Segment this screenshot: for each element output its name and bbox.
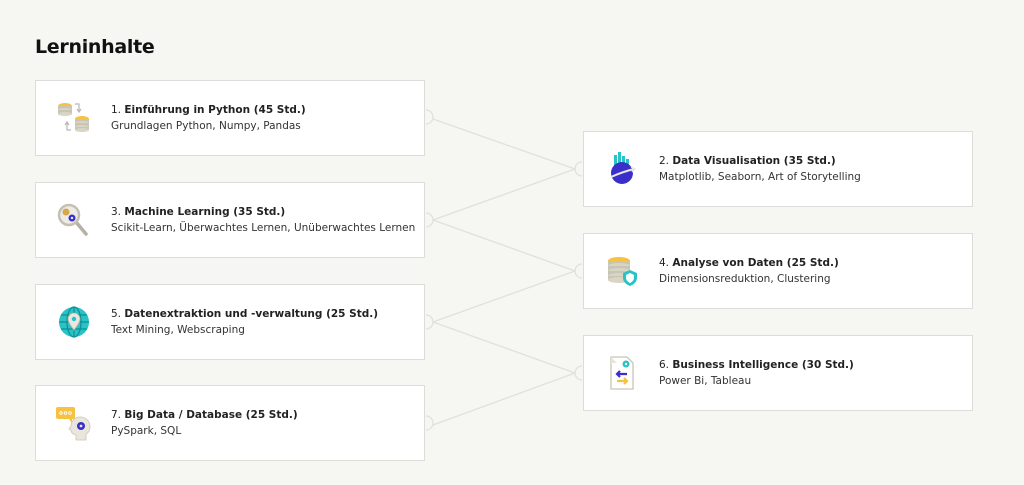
head-chat-icon	[54, 403, 94, 443]
module-topics: Scikit-Learn, Überwachtes Lernen, Unüber…	[111, 222, 416, 234]
module-card-4: 4. Analyse von Daten (25 Std.) Dimension…	[583, 233, 973, 309]
module-card-2: 2. Data Visualisation (35 Std.) Matplotl…	[583, 131, 973, 207]
document-exchange-icon	[602, 353, 642, 393]
globe-pin-icon	[54, 302, 94, 342]
module-card-6: 6. Business Intelligence (30 Std.) Power…	[583, 335, 973, 411]
module-topics: Dimensionsreduktion, Clustering	[659, 273, 831, 285]
globe-chart-icon	[602, 149, 642, 189]
module-card-5: 5. Datenextraktion und -verwaltung (25 S…	[35, 284, 425, 360]
module-card-3: 3. Machine Learning (35 Std.) Scikit-Lea…	[35, 182, 425, 258]
magnifier-gears-icon	[54, 200, 94, 240]
module-title: 5. Datenextraktion und -verwaltung (25 S…	[111, 308, 379, 320]
module-topics: Matplotlib, Seaborn, Art of Storytelling	[659, 171, 861, 183]
module-card-7: 7. Big Data / Database (25 Std.) PySpark…	[35, 385, 425, 461]
module-title: 4. Analyse von Daten (25 Std.)	[659, 257, 839, 269]
module-topics: Power Bi, Tableau	[659, 375, 752, 387]
module-topics: PySpark, SQL	[111, 425, 182, 437]
module-title: 7. Big Data / Database (25 Std.)	[111, 409, 298, 421]
module-title: 6. Business Intelligence (30 Std.)	[659, 359, 854, 371]
database-shield-icon	[602, 251, 642, 291]
module-title: 2. Data Visualisation (35 Std.)	[659, 155, 836, 167]
page-title: Lerninhalte	[35, 36, 155, 58]
module-topics: Grundlagen Python, Numpy, Pandas	[111, 120, 301, 132]
database-sync-icon	[54, 98, 94, 138]
module-title: 1. Einführung in Python (45 Std.)	[111, 104, 306, 116]
module-card-1: 1. Einführung in Python (45 Std.) Grundl…	[35, 80, 425, 156]
module-title: 3. Machine Learning (35 Std.)	[111, 206, 286, 218]
module-topics: Text Mining, Webscraping	[111, 324, 245, 336]
